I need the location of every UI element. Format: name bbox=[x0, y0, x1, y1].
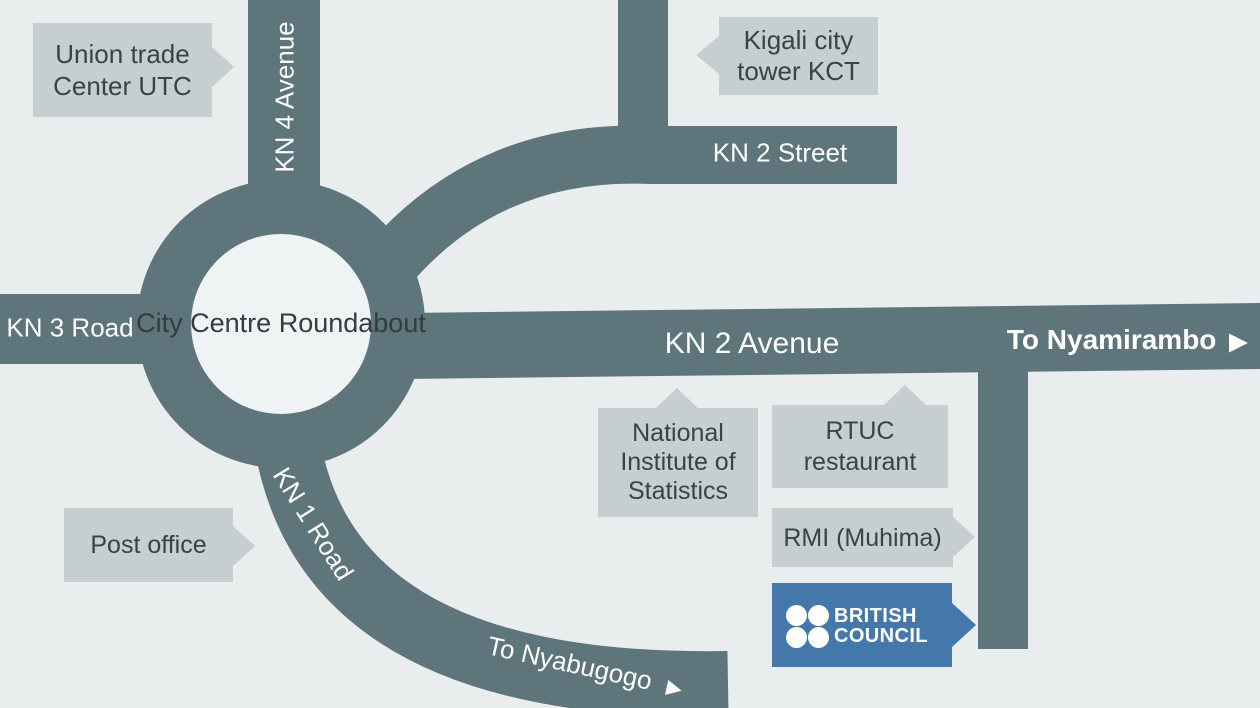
callout-pointer-up-icon bbox=[656, 388, 698, 408]
callout-pointer-right-icon bbox=[212, 47, 234, 87]
place-label-line: BRITISH bbox=[834, 605, 917, 627]
place-label-national-institute-of-statistics: National Institute of Statistics bbox=[598, 388, 758, 517]
road-kn2-street bbox=[351, 125, 897, 300]
place-label-line: tower KCT bbox=[737, 56, 860, 86]
roundabout-label: City Centre Roundabout bbox=[136, 307, 426, 339]
place-label-line: Institute of bbox=[620, 448, 736, 476]
place-label-line: National bbox=[632, 419, 724, 447]
place-label-post-office: Post office bbox=[64, 508, 255, 582]
roundabout-label-line2: Roundabout bbox=[278, 308, 426, 338]
place-label-line: Post office bbox=[90, 531, 207, 559]
logo-dot bbox=[786, 605, 807, 626]
place-label-kigali-city-tower: Kigali city tower KCT bbox=[696, 17, 878, 95]
place-label-line: Kigali city bbox=[743, 25, 854, 55]
place-label-line: Center UTC bbox=[53, 71, 192, 101]
callout-pointer-right-icon bbox=[953, 517, 975, 557]
place-label-union-trade-center: Union trade Center UTC bbox=[33, 23, 234, 117]
direction-to-nyamirambo: To Nyamirambo ▶ bbox=[1007, 324, 1247, 356]
road-label-kn2-avenue: KN 2 Avenue bbox=[664, 327, 840, 360]
roundabout-label-line1: City Centre bbox=[136, 308, 272, 338]
road-label-kn4-avenue: KN 4 Avenue bbox=[269, 21, 300, 173]
place-label-line: RTUC bbox=[825, 416, 895, 445]
british-council-marker: BRITISH COUNCIL bbox=[772, 583, 976, 667]
callout-pointer-left-icon bbox=[696, 36, 719, 74]
road-kn1 bbox=[250, 408, 729, 708]
british-council-logo-dots-icon bbox=[786, 605, 829, 648]
logo-dot bbox=[808, 605, 829, 626]
road-label-kn3-road: KN 3 Road bbox=[6, 312, 134, 343]
place-label-line: RMI (Muhima) bbox=[783, 523, 942, 552]
british-council-logo-text: BRITISH COUNCIL bbox=[834, 606, 928, 646]
road-label-kn2-street: KN 2 Street bbox=[712, 137, 848, 168]
place-label-line: restaurant bbox=[803, 447, 917, 476]
place-label-line: COUNCIL bbox=[834, 625, 928, 647]
place-label-rmi-muhima: RMI (Muhima) bbox=[772, 508, 975, 567]
place-label-rtuc-restaurant: RTUC restaurant bbox=[772, 385, 948, 488]
right-arrow-icon: ▶ bbox=[1229, 327, 1248, 354]
logo-dot bbox=[786, 627, 807, 648]
direction-to-nyamirambo-text: To Nyamirambo bbox=[1006, 324, 1217, 355]
callout-pointer-right-icon bbox=[952, 603, 976, 647]
callout-pointer-right-icon bbox=[233, 526, 255, 566]
roundabout-island bbox=[191, 234, 371, 414]
callout-pointer-up-icon bbox=[884, 385, 926, 405]
logo-dot bbox=[808, 627, 829, 648]
place-label-line: Statistics bbox=[627, 477, 729, 505]
road-kn2-avenue bbox=[405, 303, 1260, 379]
road-british-council-branch bbox=[978, 350, 1028, 649]
place-label-line: Union trade bbox=[55, 39, 190, 69]
